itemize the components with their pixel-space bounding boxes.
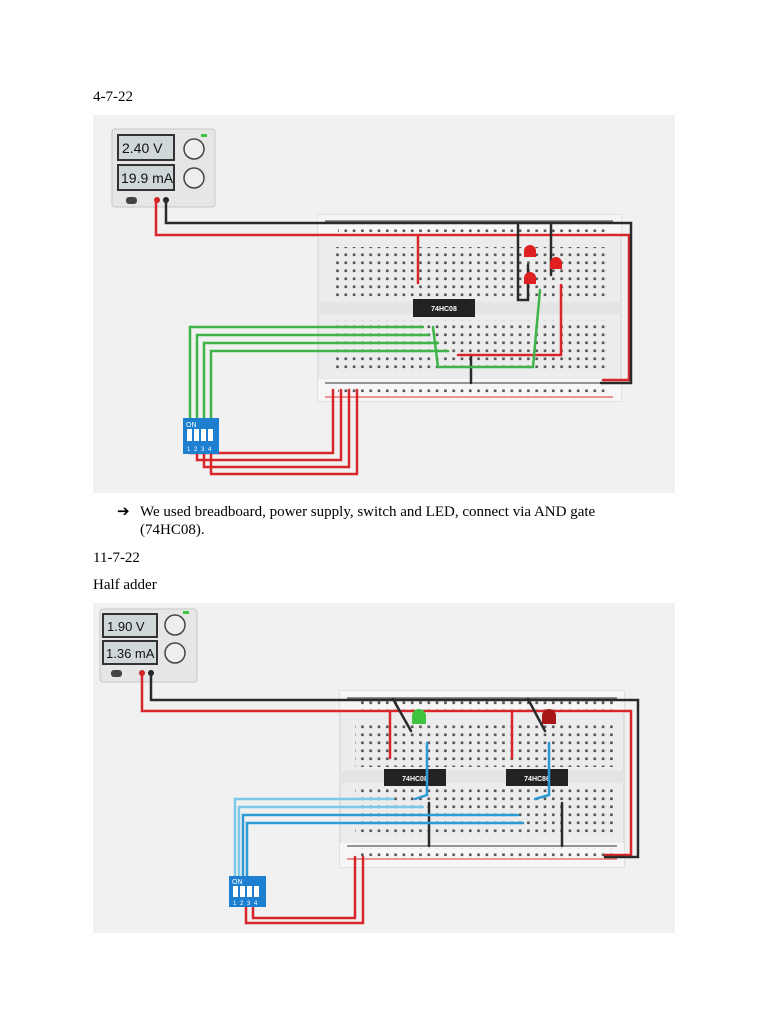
note-line-2: (74HC08). <box>140 522 205 538</box>
ic-chip-74hc86: 74HC86 <box>506 769 568 786</box>
section-title: Half adder <box>93 577 157 593</box>
svg-text:1: 1 <box>187 447 191 453</box>
current-readout: 1.36 mA <box>106 646 155 661</box>
voltage-knob-icon[interactable] <box>164 614 186 636</box>
led-green-icon <box>412 709 426 724</box>
current-knob-icon[interactable] <box>183 167 205 189</box>
ic-chip-74hc08: 74HC08 <box>413 299 475 317</box>
dip-switch-on-label: ON <box>186 422 197 429</box>
svg-text:3: 3 <box>247 901 251 907</box>
breadboard <box>339 690 625 868</box>
entry-date: 11-7-22 <box>93 550 140 566</box>
led-red-icon <box>524 272 536 284</box>
svg-text:1: 1 <box>233 901 237 907</box>
power-switch-icon[interactable] <box>111 670 122 677</box>
svg-text:2: 2 <box>194 447 198 453</box>
power-supply: 2.40 V 19.9 mA <box>111 128 216 208</box>
arrow-bullet-icon: ➔ <box>117 504 130 520</box>
chip-label: 74HC08 <box>431 306 457 313</box>
chip-label: 74HC86 <box>524 776 550 783</box>
dip-switch-on-label: ON <box>232 879 243 886</box>
voltage-knob-icon[interactable] <box>183 138 205 160</box>
dip-switch[interactable]: ON 1 2 3 4 <box>183 418 219 454</box>
svg-text:3: 3 <box>201 447 205 453</box>
voltage-display: 2.40 V <box>117 134 175 161</box>
wires <box>154 198 633 476</box>
current-knob-icon[interactable] <box>164 642 186 664</box>
chip-label: 74HC08 <box>402 776 428 783</box>
svg-text:4: 4 <box>254 901 258 907</box>
voltage-readout: 2.40 V <box>122 140 163 156</box>
voltage-display: 1.90 V <box>102 613 158 638</box>
circuit-figure-2: 1.90 V 1.36 mA 74HC08 74HC86 <box>93 603 675 933</box>
current-display: 1.36 mA <box>102 640 158 665</box>
note-line-1: We used breadboard, power supply, switch… <box>140 504 596 520</box>
led-red-icon <box>550 257 562 269</box>
power-switch-icon[interactable] <box>126 197 137 204</box>
wires <box>140 671 640 925</box>
power-supply: 1.90 V 1.36 mA <box>99 608 198 683</box>
entry-date: 4-7-22 <box>93 89 133 105</box>
ic-chip-74hc08: 74HC08 <box>384 769 446 786</box>
power-indicator-icon <box>201 134 207 137</box>
svg-text:4: 4 <box>208 447 212 453</box>
led-red-icon <box>524 245 536 257</box>
led-red-icon <box>542 709 556 724</box>
current-display: 19.9 mA <box>117 164 175 191</box>
current-readout: 19.9 mA <box>121 170 174 186</box>
svg-text:2: 2 <box>240 901 244 907</box>
circuit-figure-1: 2.40 V 19.9 mA 74HC08 <box>93 115 675 493</box>
power-indicator-icon <box>183 611 189 614</box>
voltage-readout: 1.90 V <box>107 619 145 634</box>
dip-switch[interactable]: ON 1 2 3 4 <box>229 876 266 907</box>
